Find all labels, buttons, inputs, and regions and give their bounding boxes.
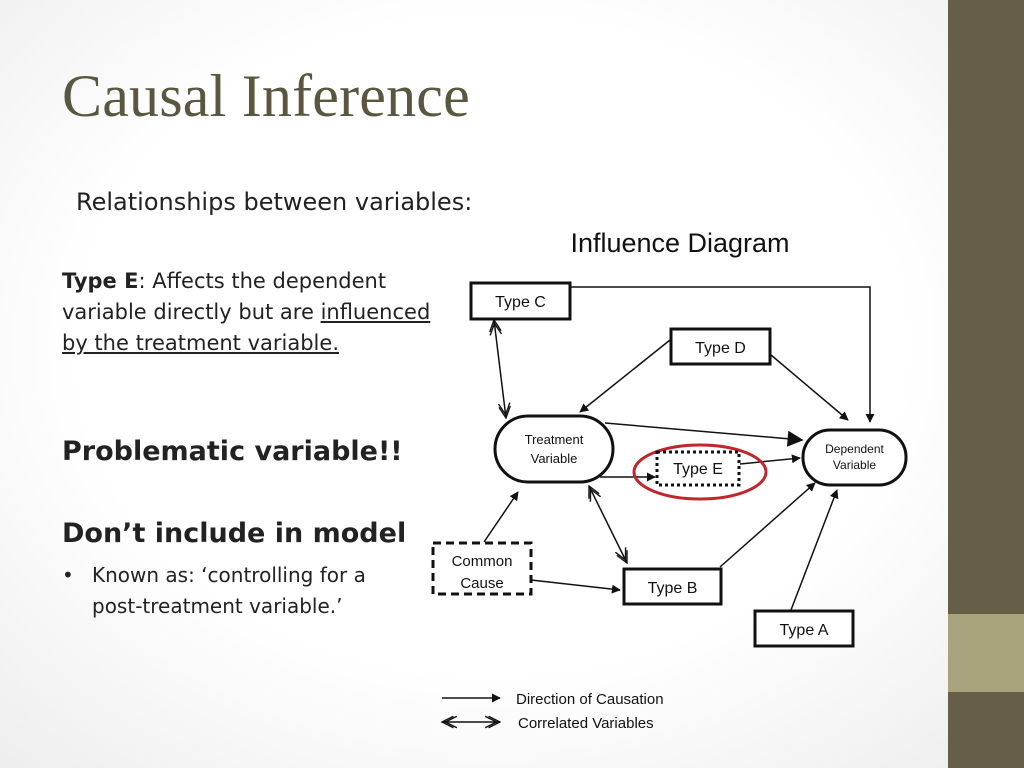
node-type-d: Type D	[669, 327, 772, 366]
node-type-b-label: Type B	[648, 580, 698, 597]
node-type-a-label: Type A	[780, 622, 829, 639]
arrow-typee-to-dependent	[739, 454, 801, 465]
common-label-line1: Common	[452, 553, 513, 570]
bullet-text: Known as: ‘controlling for a post-treatm…	[92, 563, 366, 618]
node-type-c-label: Type C	[495, 294, 546, 311]
treatment-label-line1: Treatment	[525, 432, 584, 447]
sidebar-accent-band	[948, 614, 1024, 692]
legend: Direction of Causation Correlated Variab…	[442, 691, 664, 732]
type-e-description: Type E: Affects the dependent variable d…	[62, 266, 437, 359]
arrow-typed-to-dependent	[770, 354, 849, 421]
node-dependent-variable: Dependent Variable	[801, 428, 908, 487]
type-e-underlined-text: influenced by the treatment variable.	[62, 300, 431, 355]
node-type-b: Type B	[622, 567, 723, 606]
node-type-a: Type A	[753, 609, 855, 648]
dont-include-heading: Don’t include in model	[62, 518, 407, 549]
common-label-line2: Cause	[460, 575, 503, 592]
treatment-label-line2: Variable	[531, 451, 578, 466]
arrow-common-to-typeb	[530, 579, 621, 594]
problematic-heading: Problematic variable!!	[62, 436, 403, 467]
type-e-highlight-ring	[632, 443, 768, 501]
dependent-label-line1: Dependent	[825, 442, 884, 456]
node-type-d-label: Type D	[695, 340, 746, 357]
diagram-title: Influence Diagram	[570, 228, 789, 258]
arrow-typeb-to-dependent	[719, 482, 816, 568]
legend-correlated-label: Correlated Variables	[518, 715, 654, 732]
bullet-item: • Known as: ‘controlling for a post-trea…	[62, 560, 402, 622]
node-type-e: Type E	[632, 443, 768, 501]
node-common-cause: Common Cause	[431, 541, 533, 596]
corr-treatment-typeb	[589, 486, 627, 563]
arrow-common-to-treatment	[483, 491, 519, 543]
arrow-treatment-to-dependent	[604, 422, 804, 447]
arrow-typed-to-treatment	[579, 339, 671, 413]
type-e-text: : Affects the dependent variable directl…	[62, 269, 387, 324]
arrow-typea-to-dependent	[790, 489, 839, 611]
arrow-typec-to-dependent	[571, 286, 875, 423]
corr-typec-treatment	[494, 320, 506, 418]
legend-causation-label: Direction of Causation	[516, 691, 664, 708]
node-treatment-variable: Treatment Variable	[493, 414, 615, 484]
dependent-label-line2: Variable	[833, 458, 876, 472]
slide-subtitle: Relationships between variables:	[76, 188, 473, 216]
type-e-term: Type E	[62, 269, 139, 293]
node-type-e-label: Type E	[673, 461, 723, 478]
node-type-c: Type C	[469, 281, 572, 321]
connectors	[483, 286, 875, 611]
slide-title: Causal Inference	[62, 63, 470, 129]
bullet-marker: •	[62, 563, 74, 587]
